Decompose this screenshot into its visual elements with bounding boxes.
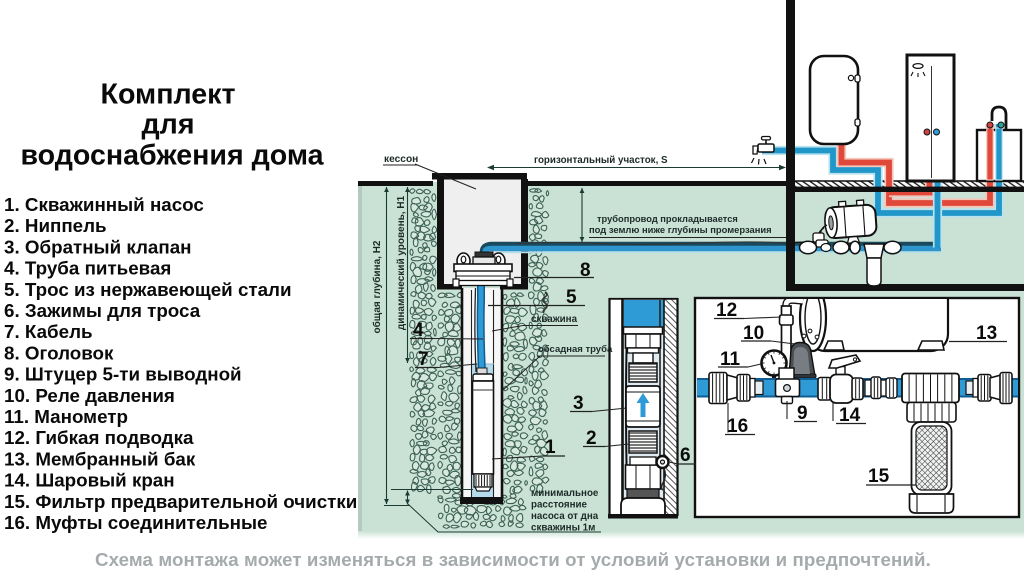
svg-text:6. Зажимы для троса: 6. Зажимы для троса xyxy=(4,300,201,321)
svg-text:15: 15 xyxy=(868,466,890,487)
svg-text:11. Манометр: 11. Манометр xyxy=(4,406,128,427)
svg-text:12. Гибкая подводка: 12. Гибкая подводка xyxy=(4,427,194,448)
svg-text:1: 1 xyxy=(545,437,556,458)
svg-text:5: 5 xyxy=(566,287,577,308)
svg-text:2. Ниппель: 2. Ниппель xyxy=(4,215,107,236)
svg-text:15. Фильтр предварительной очи: 15. Фильтр предварительной очистки xyxy=(4,491,357,512)
svg-text:8: 8 xyxy=(580,260,591,281)
svg-text:трубопровод прокладывается: трубопровод прокладывается xyxy=(597,214,738,224)
svg-text:горизонтальный участок, S: горизонтальный участок, S xyxy=(534,155,668,166)
svg-text:9: 9 xyxy=(797,403,808,424)
svg-text:водоснабжения дома: водоснабжения дома xyxy=(20,140,324,172)
svg-text:Схема монтажа может изменяться: Схема монтажа может изменяться в зависим… xyxy=(95,549,931,570)
svg-text:для: для xyxy=(142,109,195,141)
svg-text:7: 7 xyxy=(418,349,429,370)
svg-text:7. Кабель: 7. Кабель xyxy=(4,321,93,342)
svg-text:под землю ниже глубины промерз: под землю ниже глубины промерзания xyxy=(589,224,772,235)
svg-text:2: 2 xyxy=(586,428,597,449)
svg-text:10. Реле давления: 10. Реле давления xyxy=(4,385,175,406)
svg-text:Комплект: Комплект xyxy=(101,79,236,111)
svg-text:4: 4 xyxy=(413,320,424,341)
svg-text:обсадная труба: обсадная труба xyxy=(538,344,613,355)
svg-text:общая глубина, Н2: общая глубина, Н2 xyxy=(371,240,383,333)
svg-text:14. Шаровый кран: 14. Шаровый кран xyxy=(4,470,175,491)
svg-text:12: 12 xyxy=(716,300,737,321)
svg-text:14: 14 xyxy=(839,405,861,426)
svg-text:3. Обратный клапан: 3. Обратный клапан xyxy=(4,236,192,257)
svg-text:6: 6 xyxy=(680,445,691,466)
svg-text:9. Штуцер 5-ти выводной: 9. Штуцер 5-ти выводной xyxy=(4,364,242,385)
svg-text:10: 10 xyxy=(743,323,764,344)
svg-text:5. Трос из нержавеющей стали: 5. Трос из нержавеющей стали xyxy=(4,279,292,300)
svg-text:8. Оголовок: 8. Оголовок xyxy=(4,342,114,363)
svg-text:1. Скважинный насос: 1. Скважинный насос xyxy=(4,194,204,215)
svg-text:насоса от дна: насоса от дна xyxy=(531,511,599,522)
svg-text:минимальное: минимальное xyxy=(531,488,599,499)
svg-text:скважина: скважина xyxy=(531,314,578,325)
svg-text:динамический уровень, Н1: динамический уровень, Н1 xyxy=(396,195,407,330)
svg-text:кессон: кессон xyxy=(384,154,418,165)
svg-text:16: 16 xyxy=(727,416,748,437)
svg-text:3: 3 xyxy=(573,393,584,414)
svg-text:скважины 1м: скважины 1м xyxy=(531,523,595,534)
svg-text:16. Муфты соединительные: 16. Муфты соединительные xyxy=(4,512,267,533)
svg-text:13: 13 xyxy=(976,323,997,344)
svg-text:11: 11 xyxy=(720,349,741,370)
svg-text:4. Труба питьевая: 4. Труба питьевая xyxy=(4,258,171,279)
svg-text:13. Мембранный бак: 13. Мембранный бак xyxy=(4,448,196,469)
svg-text:расстояние: расстояние xyxy=(531,500,588,511)
